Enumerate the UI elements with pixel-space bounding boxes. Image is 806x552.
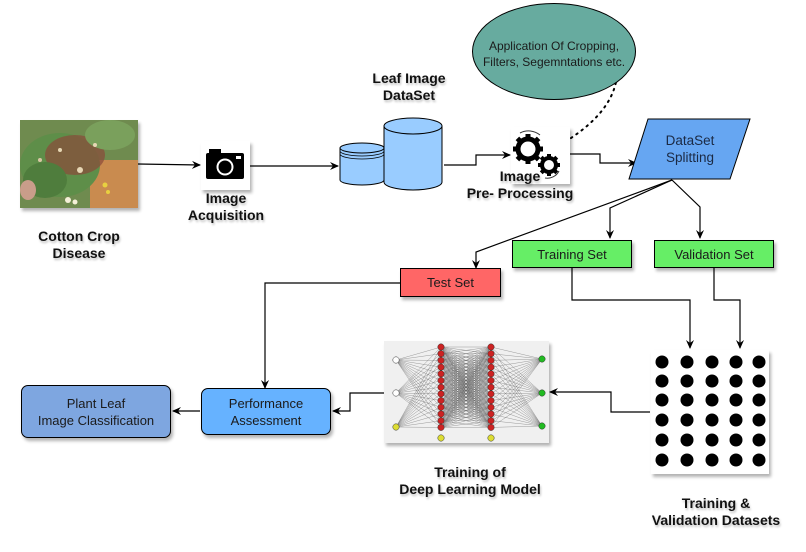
performance-assessment-box[interactable]: Performance Assessment xyxy=(201,388,331,435)
nn-hidden-node xyxy=(437,390,445,398)
preprocessing-node[interactable] xyxy=(511,127,570,184)
leaf-dataset-label-line1: Leaf Image xyxy=(372,70,446,86)
nn-hidden-node xyxy=(487,403,495,411)
dataset-splitting-label: DataSet Splitting xyxy=(648,120,732,178)
connector-preprocessing-to-splitting xyxy=(570,153,637,167)
performance-line2: Assessment xyxy=(230,412,302,428)
nn-hidden-node xyxy=(437,410,445,418)
nn-hidden-node xyxy=(487,410,495,418)
nn-hidden-node xyxy=(437,383,445,391)
dataset-splitting-line1: DataSet xyxy=(665,133,715,148)
deep-learning-label-line1: Training of xyxy=(434,464,506,480)
image-acquisition-label: Image Acquisition xyxy=(180,190,272,224)
nn-hidden-node xyxy=(437,403,445,411)
connector-crop-to-acquisition xyxy=(137,160,201,169)
nn-hidden-node xyxy=(487,417,495,425)
nn-input-node xyxy=(392,356,400,364)
nn-hidden-node xyxy=(437,377,445,384)
classification-box[interactable]: Plant Leaf Image Classification xyxy=(21,385,171,438)
connector-training-to-datasets xyxy=(571,268,694,349)
cotton-crop-label-line2: Disease xyxy=(52,245,106,261)
image-acquisition-label-line2: Acquisition xyxy=(187,207,265,223)
nn-input-node xyxy=(392,389,400,397)
nn-hidden-node xyxy=(487,397,495,405)
preprocessing-note-line2: Filters, Segemntations etc. xyxy=(482,54,626,69)
nn-hidden-node xyxy=(437,356,445,364)
classification-line1: Plant Leaf xyxy=(66,395,126,411)
nn-hidden-node xyxy=(437,397,445,405)
leaf-photo-illustration xyxy=(20,120,138,208)
nn-edges xyxy=(395,346,543,428)
nn-bias-node xyxy=(392,423,400,431)
deep-learning-label: Training of Deep Learning Model xyxy=(380,464,560,498)
leaf-dataset-label-line2: DataSet xyxy=(382,87,436,103)
test-set-label: Test Set xyxy=(427,275,474,290)
nn-hidden-node xyxy=(437,417,445,425)
nn-hidden-node xyxy=(487,343,495,351)
leaf-dataset-label: Leaf Image DataSet xyxy=(354,70,464,104)
train-val-datasets-label: Training & Validation Datasets xyxy=(638,495,794,529)
validation-set-box[interactable]: Validation Set xyxy=(654,240,774,268)
preprocessing-note-ellipse: Application Of Cropping, Filters, Segemn… xyxy=(472,3,636,100)
connector-dataset-to-preprocessing xyxy=(444,151,511,166)
connector-datasets-to-model xyxy=(549,388,650,413)
preprocessing-label-line1: Image xyxy=(499,168,541,184)
nn-output-node xyxy=(538,422,546,430)
train-val-datasets-label-line1: Training & xyxy=(681,495,751,511)
training-set-label: Training Set xyxy=(537,246,607,262)
neural-network-icon xyxy=(392,343,546,442)
nn-hidden-node xyxy=(487,356,495,364)
gears-icon xyxy=(513,130,560,179)
train-val-datasets-label-line2: Validation Datasets xyxy=(651,512,781,528)
deep-learning-label-line2: Deep Learning Model xyxy=(399,481,541,497)
nn-hidden-node xyxy=(437,350,445,358)
connector-model-to-performance xyxy=(332,392,384,415)
cotton-leaf-image xyxy=(20,120,138,208)
nn-hidden-node xyxy=(437,370,445,378)
nn-hidden-node xyxy=(487,423,495,431)
connector-splitting-to-validation xyxy=(671,179,704,239)
connector-test-to-performance xyxy=(261,282,400,389)
nn-bias-node xyxy=(487,434,495,442)
connector-splitting-to-test xyxy=(472,179,673,269)
performance-line1: Performance xyxy=(228,395,304,411)
validation-set-label: Validation Set xyxy=(674,246,754,262)
preprocessing-note-line1: Application Of Cropping, xyxy=(488,38,620,53)
train-val-datasets-node[interactable] xyxy=(651,350,769,474)
dataset-splitting-node[interactable] xyxy=(628,118,752,182)
preprocessing-label: Image Pre- Processing xyxy=(455,168,585,202)
nn-hidden-node xyxy=(437,363,445,371)
nn-output-node xyxy=(538,389,546,397)
nn-output-node xyxy=(538,355,546,363)
nn-bias-node xyxy=(437,434,445,442)
nn-hidden-node xyxy=(487,363,495,371)
nn-hidden-node xyxy=(487,350,495,358)
nn-hidden-node xyxy=(437,423,445,431)
test-set-box[interactable]: Test Set xyxy=(400,268,501,297)
camera-icon xyxy=(206,149,244,179)
nn-hidden-node xyxy=(487,390,495,398)
cotton-crop-label-line1: Cotton Crop xyxy=(38,228,120,244)
image-acquisition-label-line1: Image xyxy=(205,190,247,206)
nn-hidden-node xyxy=(487,383,495,391)
dot-grid-icon xyxy=(655,355,766,467)
cotton-crop-label: Cotton Crop Disease xyxy=(14,228,144,262)
connector-splitting-to-training xyxy=(606,179,673,239)
image-acquisition-node[interactable] xyxy=(201,141,250,190)
connector-validation-to-datasets xyxy=(713,268,744,349)
preprocessing-label-line2: Pre- Processing xyxy=(466,185,574,201)
training-set-box[interactable]: Training Set xyxy=(512,240,632,268)
classification-line2: Image Classification xyxy=(37,412,155,428)
nn-hidden-node xyxy=(487,377,495,384)
nn-hidden-node xyxy=(487,370,495,378)
nn-hidden-node xyxy=(437,343,445,351)
dataset-splitting-line2: Splitting xyxy=(665,150,715,165)
deep-learning-model-node[interactable] xyxy=(384,341,549,443)
database-icon[interactable] xyxy=(338,116,446,192)
